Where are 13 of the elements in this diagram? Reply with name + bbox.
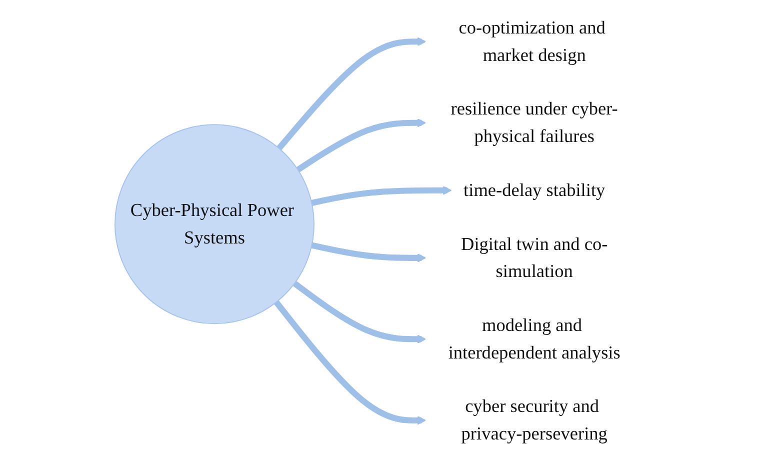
node-circle: Cyber-Physical Power Systems <box>114 124 315 324</box>
arrow <box>274 300 426 425</box>
arrow <box>296 118 426 172</box>
node-text: modeling and interdependent analysis <box>448 314 620 362</box>
arrow <box>311 186 452 206</box>
node-text: co-optimization and market design <box>458 17 606 65</box>
node-text: cyber security and privacy-persevering <box>461 396 608 444</box>
arrow <box>292 280 426 344</box>
node-text: time-delay stability <box>464 180 606 200</box>
node-text: Digital twin and co-simulation <box>461 234 608 282</box>
arrow <box>311 242 426 262</box>
node-text: resilience under cyber-physical failures <box>450 98 618 146</box>
arrow <box>276 37 426 150</box>
